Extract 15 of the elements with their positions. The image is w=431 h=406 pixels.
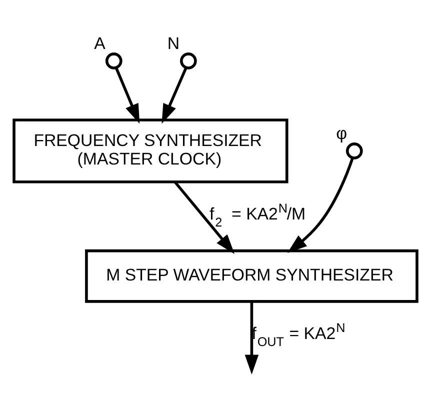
arrow: [287, 156, 354, 253]
node-label: φ: [336, 124, 348, 143]
node-circle: [105, 52, 122, 69]
node-circle: [180, 52, 197, 69]
edge-label: f$_{OUT}$ = KA2$^{N}$: [252, 320, 346, 348]
arrow: [174, 180, 235, 254]
edge-label: f$_{2}$ = KA2$^{N}$/M: [210, 200, 306, 229]
arrow: [244, 301, 259, 374]
node-box: M STEP WAVEFORM SYNTHESIZER: [85, 248, 418, 302]
node-box: FREQUENCY SYNTHESIZER (MASTER CLOCK): [12, 118, 288, 183]
node-label: N: [167, 34, 180, 53]
node-label: A: [94, 34, 106, 53]
arrow: [115, 67, 140, 124]
node-circle: [346, 142, 363, 159]
arrow: [162, 67, 188, 124]
